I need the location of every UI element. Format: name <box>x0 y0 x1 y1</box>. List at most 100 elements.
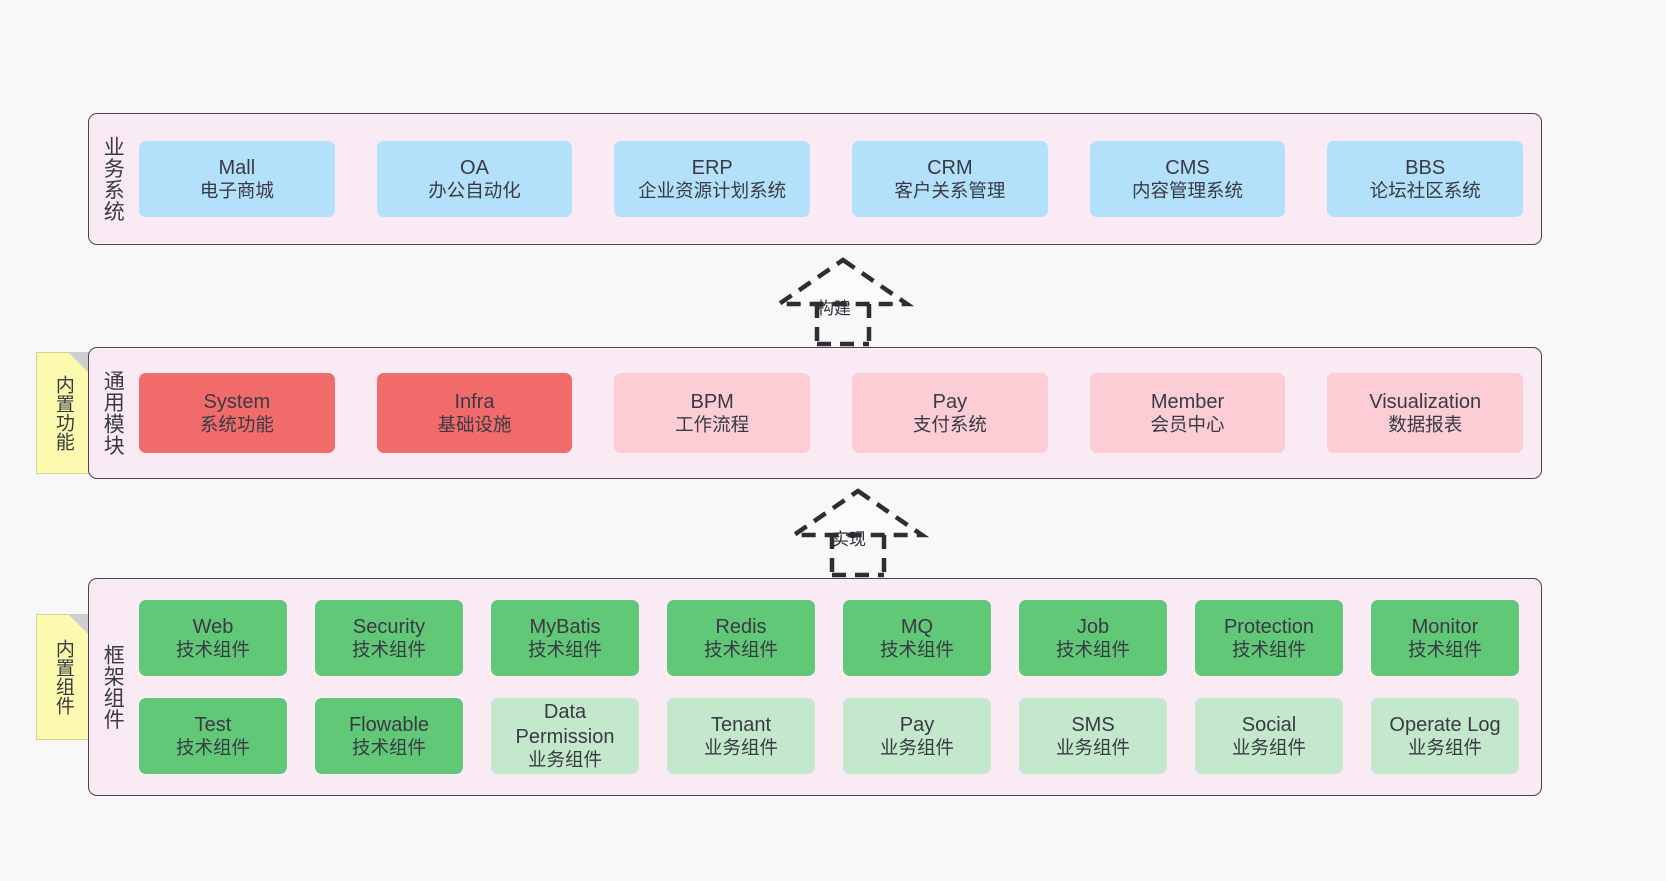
card-bbs[interactable]: BBS 论坛社区系统 <box>1327 141 1524 217</box>
card-mybatis[interactable]: MyBatis 技术组件 <box>491 600 639 676</box>
business-systems-card-grid: Mall 电子商城 OA 办公自动化 ERP 企业资源计划系统 CRM 客户关系… <box>135 114 1541 244</box>
card-pay-module-subtitle: 支付系统 <box>912 413 987 435</box>
arrow-implement-label: 实现 <box>832 530 866 549</box>
card-sms[interactable]: SMS 业务组件 <box>1019 698 1167 774</box>
card-operate-log-subtitle: 业务组件 <box>1407 736 1482 758</box>
arrow-build-label: 构建 <box>817 299 851 318</box>
card-pay-module[interactable]: Pay 支付系统 <box>852 373 1048 453</box>
card-sms-title: SMS <box>1071 713 1115 736</box>
layer-title-business-systems: 业务系统 <box>101 136 125 222</box>
card-cms[interactable]: CMS 内容管理系统 <box>1089 141 1286 217</box>
card-data-permission[interactable]: Data Permission 业务组件 <box>491 698 639 774</box>
card-system-subtitle: 系统功能 <box>199 413 274 435</box>
card-web[interactable]: Web 技术组件 <box>139 600 287 676</box>
card-erp[interactable]: ERP 企业资源计划系统 <box>614 141 811 217</box>
card-security-subtitle: 技术组件 <box>351 638 426 660</box>
card-social[interactable]: Social 业务组件 <box>1195 698 1343 774</box>
card-flowable[interactable]: Flowable 技术组件 <box>315 698 463 774</box>
card-redis[interactable]: Redis 技术组件 <box>667 600 815 676</box>
card-test[interactable]: Test 技术组件 <box>139 698 287 774</box>
card-bbs-title: BBS <box>1405 156 1446 179</box>
card-protection[interactable]: Protection 技术组件 <box>1195 600 1343 676</box>
arrow-implement-head <box>786 488 930 538</box>
card-job-subtitle: 技术组件 <box>1055 638 1130 660</box>
card-infra-subtitle: 基础设施 <box>437 413 512 435</box>
arrow-build: 构建 <box>755 256 935 347</box>
card-test-title: Test <box>194 713 232 736</box>
card-flowable-subtitle: 技术组件 <box>351 736 426 758</box>
note-builtin-features-label: 内置功能 <box>52 375 74 451</box>
framework-components-row-tech: Web 技术组件 Security 技术组件 MyBatis 技术组件 Redi… <box>139 600 1519 676</box>
card-crm-subtitle: 客户关系管理 <box>894 179 1006 201</box>
card-operate-log-title: Operate Log <box>1389 713 1501 736</box>
card-system[interactable]: System 系统功能 <box>139 373 335 453</box>
layer-framework-components: 框架组件 Web 技术组件 Security 技术组件 MyBatis 技术组件… <box>88 578 1542 796</box>
framework-components-card-grid: Web 技术组件 Security 技术组件 MyBatis 技术组件 Redi… <box>135 579 1541 795</box>
card-mall-title: Mall <box>218 156 256 179</box>
card-pay-component-title: Pay <box>899 713 935 736</box>
card-crm-title: CRM <box>927 156 973 179</box>
card-bpm[interactable]: BPM 工作流程 <box>614 373 811 453</box>
note-builtin-components: 内置组件 <box>36 614 90 740</box>
card-sms-subtitle: 业务组件 <box>1055 736 1130 758</box>
card-pay-component-subtitle: 业务组件 <box>879 736 954 758</box>
card-mybatis-title: MyBatis <box>529 615 601 638</box>
card-mall[interactable]: Mall 电子商城 <box>139 141 335 217</box>
framework-components-row-business: Test 技术组件 Flowable 技术组件 Data Permission … <box>139 698 1519 774</box>
card-mq[interactable]: MQ 技术组件 <box>843 600 991 676</box>
arrow-build-head <box>771 257 915 307</box>
card-bpm-subtitle: 工作流程 <box>675 413 750 435</box>
card-crm[interactable]: CRM 客户关系管理 <box>852 141 1048 217</box>
card-operate-log[interactable]: Operate Log 业务组件 <box>1371 698 1519 774</box>
card-test-subtitle: 技术组件 <box>175 736 250 758</box>
card-protection-title: Protection <box>1223 615 1315 638</box>
card-erp-subtitle: 企业资源计划系统 <box>638 179 787 201</box>
card-infra[interactable]: Infra 基础设施 <box>376 373 573 453</box>
card-mall-subtitle: 电子商城 <box>199 179 274 201</box>
card-bbs-subtitle: 论坛社区系统 <box>1369 179 1481 201</box>
card-redis-subtitle: 技术组件 <box>703 638 778 660</box>
card-redis-title: Redis <box>715 615 767 638</box>
card-oa[interactable]: OA 办公自动化 <box>376 141 573 217</box>
card-tenant[interactable]: Tenant 业务组件 <box>667 698 815 774</box>
common-modules-card-grid: System 系统功能 Infra 基础设施 BPM 工作流程 Pay 支付系统… <box>135 348 1541 478</box>
card-erp-title: ERP <box>691 156 733 179</box>
card-monitor-title: Monitor <box>1411 615 1479 638</box>
card-data-permission-title: Data Permission <box>515 701 615 748</box>
card-mq-subtitle: 技术组件 <box>879 638 954 660</box>
card-pay-module-title: Pay <box>932 390 968 413</box>
card-social-subtitle: 业务组件 <box>1231 736 1306 758</box>
note-builtin-features: 内置功能 <box>36 352 90 474</box>
card-visualization-title: Visualization <box>1369 390 1482 413</box>
arrow-implement: 实现 <box>770 487 950 578</box>
layer-title-framework-components: 框架组件 <box>101 644 125 730</box>
note-builtin-components-label: 内置组件 <box>52 639 74 715</box>
card-member-title: Member <box>1150 390 1225 413</box>
layer-business-systems: 业务系统 Mall 电子商城 OA 办公自动化 ERP 企业资源计划系统 CRM <box>88 113 1542 245</box>
arrow-implement-stem <box>829 535 887 578</box>
layer-common-modules: 通用模块 System 系统功能 Infra 基础设施 BPM 工作流程 Pay <box>88 347 1542 479</box>
card-monitor[interactable]: Monitor 技术组件 <box>1371 600 1519 676</box>
card-web-title: Web <box>192 615 234 638</box>
card-monitor-subtitle: 技术组件 <box>1407 638 1482 660</box>
card-social-title: Social <box>1241 713 1297 736</box>
card-member[interactable]: Member 会员中心 <box>1089 373 1286 453</box>
arrow-build-stem <box>814 304 872 347</box>
card-tenant-subtitle: 业务组件 <box>703 736 778 758</box>
common-modules-row: System 系统功能 Infra 基础设施 BPM 工作流程 Pay 支付系统… <box>139 373 1524 453</box>
card-web-subtitle: 技术组件 <box>175 638 250 660</box>
card-pay-component[interactable]: Pay 业务组件 <box>843 698 991 774</box>
layer-title-common-modules: 通用模块 <box>101 370 125 456</box>
card-tenant-title: Tenant <box>710 713 772 736</box>
card-cms-title: CMS <box>1165 156 1210 179</box>
card-system-title: System <box>203 390 271 413</box>
card-bpm-title: BPM <box>690 390 734 413</box>
card-visualization[interactable]: Visualization 数据报表 <box>1327 373 1524 453</box>
card-security[interactable]: Security 技术组件 <box>315 600 463 676</box>
card-job[interactable]: Job 技术组件 <box>1019 600 1167 676</box>
card-cms-subtitle: 内容管理系统 <box>1132 179 1244 201</box>
card-protection-subtitle: 技术组件 <box>1231 638 1306 660</box>
card-mybatis-subtitle: 技术组件 <box>527 638 602 660</box>
card-oa-title: OA <box>460 156 489 179</box>
